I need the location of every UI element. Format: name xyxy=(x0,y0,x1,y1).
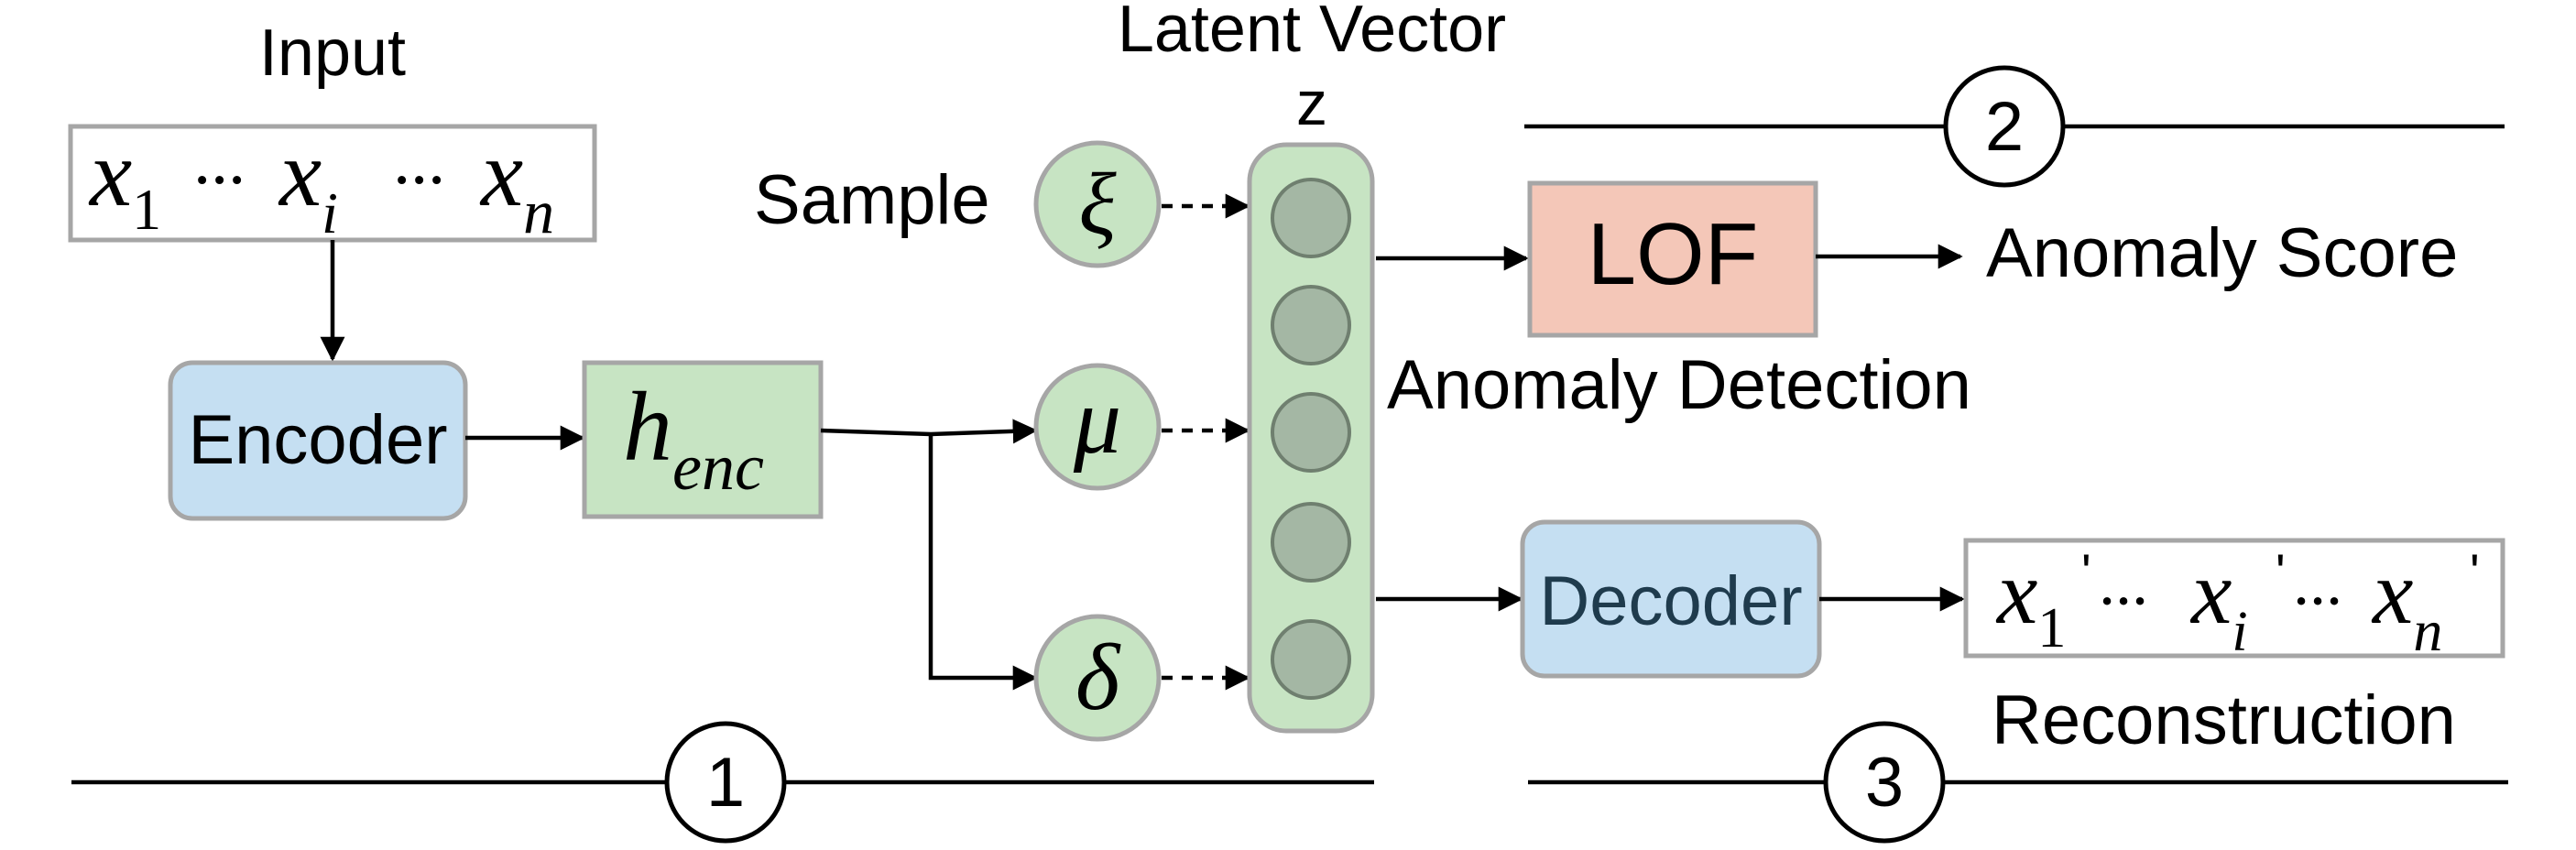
lof-box xyxy=(1527,180,1818,338)
z-label: z xyxy=(1296,69,1327,138)
henc-to-delta-arrow xyxy=(928,434,1038,691)
latent-node-4 xyxy=(1271,502,1351,583)
input-dots-1: ··· xyxy=(192,142,245,219)
anomaly-score-label: Anomaly Score xyxy=(1986,214,2458,292)
input-dots-2: ··· xyxy=(392,142,444,219)
delta-node xyxy=(1033,614,1162,742)
stage-2-number: 2 xyxy=(1985,88,2024,166)
decoder-label: Decoder xyxy=(1539,562,1802,640)
xi-node xyxy=(1033,140,1162,268)
input-label: Input xyxy=(259,16,406,90)
stage-3-number: 3 xyxy=(1865,744,1904,822)
output-xn-prime: ' xyxy=(2470,543,2480,601)
encoder-label: Encoder xyxy=(188,401,447,479)
reconstruction-label: Reconstruction xyxy=(1992,681,2456,759)
input-x1: x1 xyxy=(88,121,161,242)
anomaly-detection-label: Anomaly Detection xyxy=(1387,346,1971,424)
stage-1-marker xyxy=(664,721,787,844)
input-xn: xn xyxy=(479,121,554,246)
sample-label: Sample xyxy=(754,161,990,239)
input-xi: xi xyxy=(278,121,338,245)
xi-symbol: ξ xyxy=(1078,155,1117,253)
input-box xyxy=(68,124,597,243)
output-xn: xn xyxy=(2371,541,2442,663)
lof-label: LOF xyxy=(1588,205,1759,303)
mu-node xyxy=(1033,363,1162,491)
latent-vector-label: Latent Vector xyxy=(1118,0,1506,66)
latent-node-2 xyxy=(1271,285,1351,365)
latent-node-5 xyxy=(1271,619,1351,700)
output-xi: xi xyxy=(2189,541,2248,663)
output-x1: x1 xyxy=(1995,541,2066,659)
delta-symbol: δ xyxy=(1075,625,1121,730)
output-xi-prime: ' xyxy=(2276,543,2286,601)
mu-symbol: μ xyxy=(1073,368,1121,474)
output-dots-1: ··· xyxy=(2098,564,2147,638)
henc-box xyxy=(582,360,824,519)
encoder-box xyxy=(168,360,468,521)
latent-node-3 xyxy=(1271,392,1351,473)
henc-to-mu-arrow xyxy=(820,419,1038,444)
output-dots-2: ··· xyxy=(2292,564,2341,638)
stage-3-marker xyxy=(1823,721,1946,844)
output-x1-prime: ' xyxy=(2081,543,2091,601)
henc-label: henc xyxy=(623,373,764,504)
stage-1-number: 1 xyxy=(706,744,745,822)
stage-2-marker xyxy=(1943,65,2066,188)
latent-node-1 xyxy=(1271,178,1351,258)
reconstruction-box xyxy=(1963,538,2505,659)
